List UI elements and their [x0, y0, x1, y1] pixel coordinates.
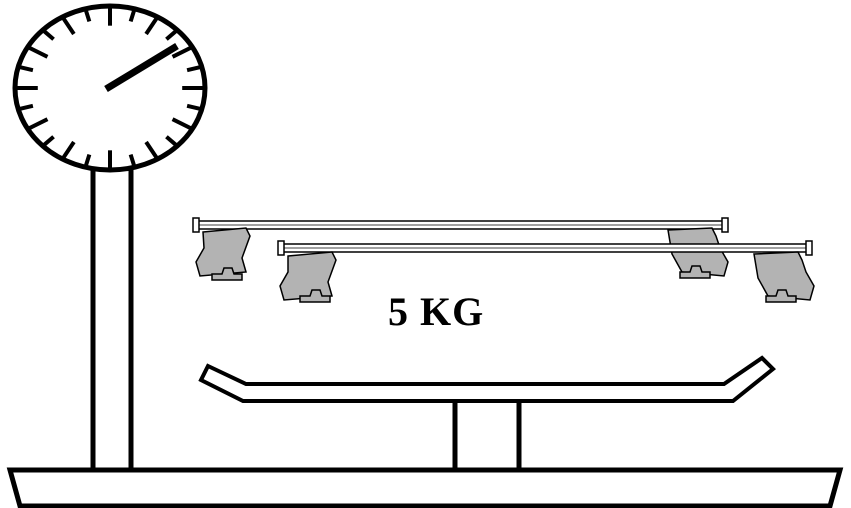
dial-tick [28, 117, 49, 130]
rack-clamp [679, 265, 711, 279]
dial-tick [61, 140, 76, 159]
dial-tick-minor [19, 103, 34, 111]
weight-label: 5 KG [388, 289, 485, 334]
dial-tick [171, 117, 192, 130]
dial-tick-minor [186, 65, 201, 73]
scale-dial [12, 3, 208, 173]
scale-base [6, 467, 844, 508]
dial-tick-minor [165, 29, 178, 41]
dial-tick-minor [42, 135, 55, 147]
dial-hand [104, 43, 179, 92]
dial-tick [144, 140, 159, 159]
dial-tick [144, 17, 159, 36]
rack-clamp [765, 289, 797, 303]
rack-clamp [299, 289, 331, 303]
roof-rack-front [277, 240, 815, 303]
rack-clamp [211, 267, 243, 281]
dial-tick-minor [83, 9, 92, 23]
dial-tick-minor [128, 9, 137, 23]
dial-tick-minor [165, 135, 178, 147]
rack-foot [279, 251, 337, 301]
weighing-pan [198, 355, 776, 403]
dial-ticks [16, 7, 204, 169]
dial-tick-minor [83, 153, 92, 167]
dial-tick-minor [42, 29, 55, 41]
pan-column [452, 400, 522, 470]
dial-tick-minor [128, 153, 137, 167]
dial-tick-minor [19, 65, 34, 73]
dial-post [90, 165, 134, 470]
dial-tick [171, 46, 192, 59]
rack-foot [753, 251, 815, 301]
dial-tick [28, 46, 49, 59]
dial-tick-minor [186, 103, 201, 111]
dial-tick [61, 17, 76, 36]
rack-foot [195, 227, 251, 277]
